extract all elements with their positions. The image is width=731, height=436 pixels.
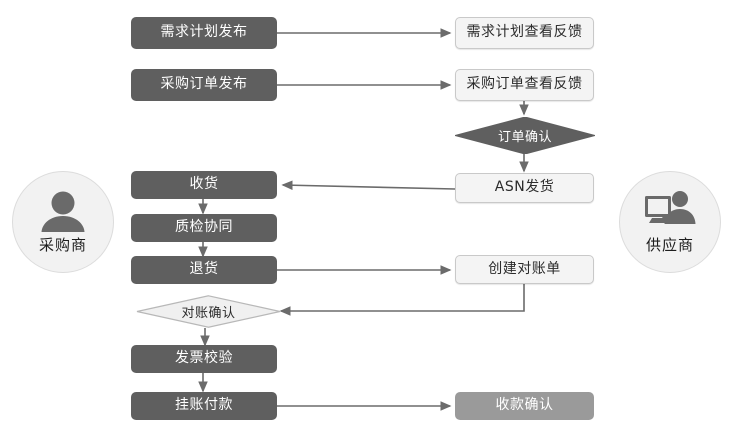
statement-confirm-diamond-shape bbox=[136, 295, 281, 328]
node-payment-posting[interactable]: 挂账付款 bbox=[131, 392, 277, 420]
node-po-publish[interactable]: 采购订单发布 bbox=[131, 69, 277, 101]
role-buyer-label: 采购商 bbox=[38, 235, 87, 254]
person-computer-icon bbox=[644, 190, 696, 232]
edge-statement-to-confirm bbox=[279, 284, 525, 316]
node-create-statement[interactable]: 创建对账单 bbox=[455, 255, 594, 284]
node-quality-collab[interactable]: 质检协同 bbox=[131, 214, 277, 242]
node-return-goods[interactable]: 退货 bbox=[131, 256, 277, 284]
node-invoice-verify[interactable]: 发票校验 bbox=[131, 345, 277, 373]
node-receipt-confirm[interactable]: 收款确认 bbox=[455, 392, 594, 420]
node-po-feedback[interactable]: 采购订单查看反馈 bbox=[455, 69, 594, 101]
node-goods-receipt[interactable]: 收货 bbox=[131, 171, 277, 199]
node-asn-shipment[interactable]: ASN发货 bbox=[455, 173, 594, 203]
role-buyer[interactable]: 采购商 bbox=[12, 171, 114, 273]
statement-confirm-label: 对账确认 bbox=[181, 306, 236, 321]
edge-asn-to-receipt bbox=[281, 180, 456, 191]
node-order-confirm[interactable]: 订单确认 bbox=[455, 117, 595, 154]
node-demand-plan-feedback[interactable]: 需求计划查看反馈 bbox=[455, 17, 594, 49]
order-confirm-label: 订单确认 bbox=[497, 130, 552, 145]
node-demand-plan-publish[interactable]: 需求计划发布 bbox=[131, 17, 277, 49]
order-confirm-diamond-shape bbox=[455, 117, 595, 154]
role-supplier-label: 供应商 bbox=[645, 235, 694, 254]
role-supplier[interactable]: 供应商 bbox=[619, 171, 721, 273]
person-icon bbox=[40, 190, 86, 232]
node-statement-confirm[interactable]: 对账确认 bbox=[136, 295, 281, 328]
